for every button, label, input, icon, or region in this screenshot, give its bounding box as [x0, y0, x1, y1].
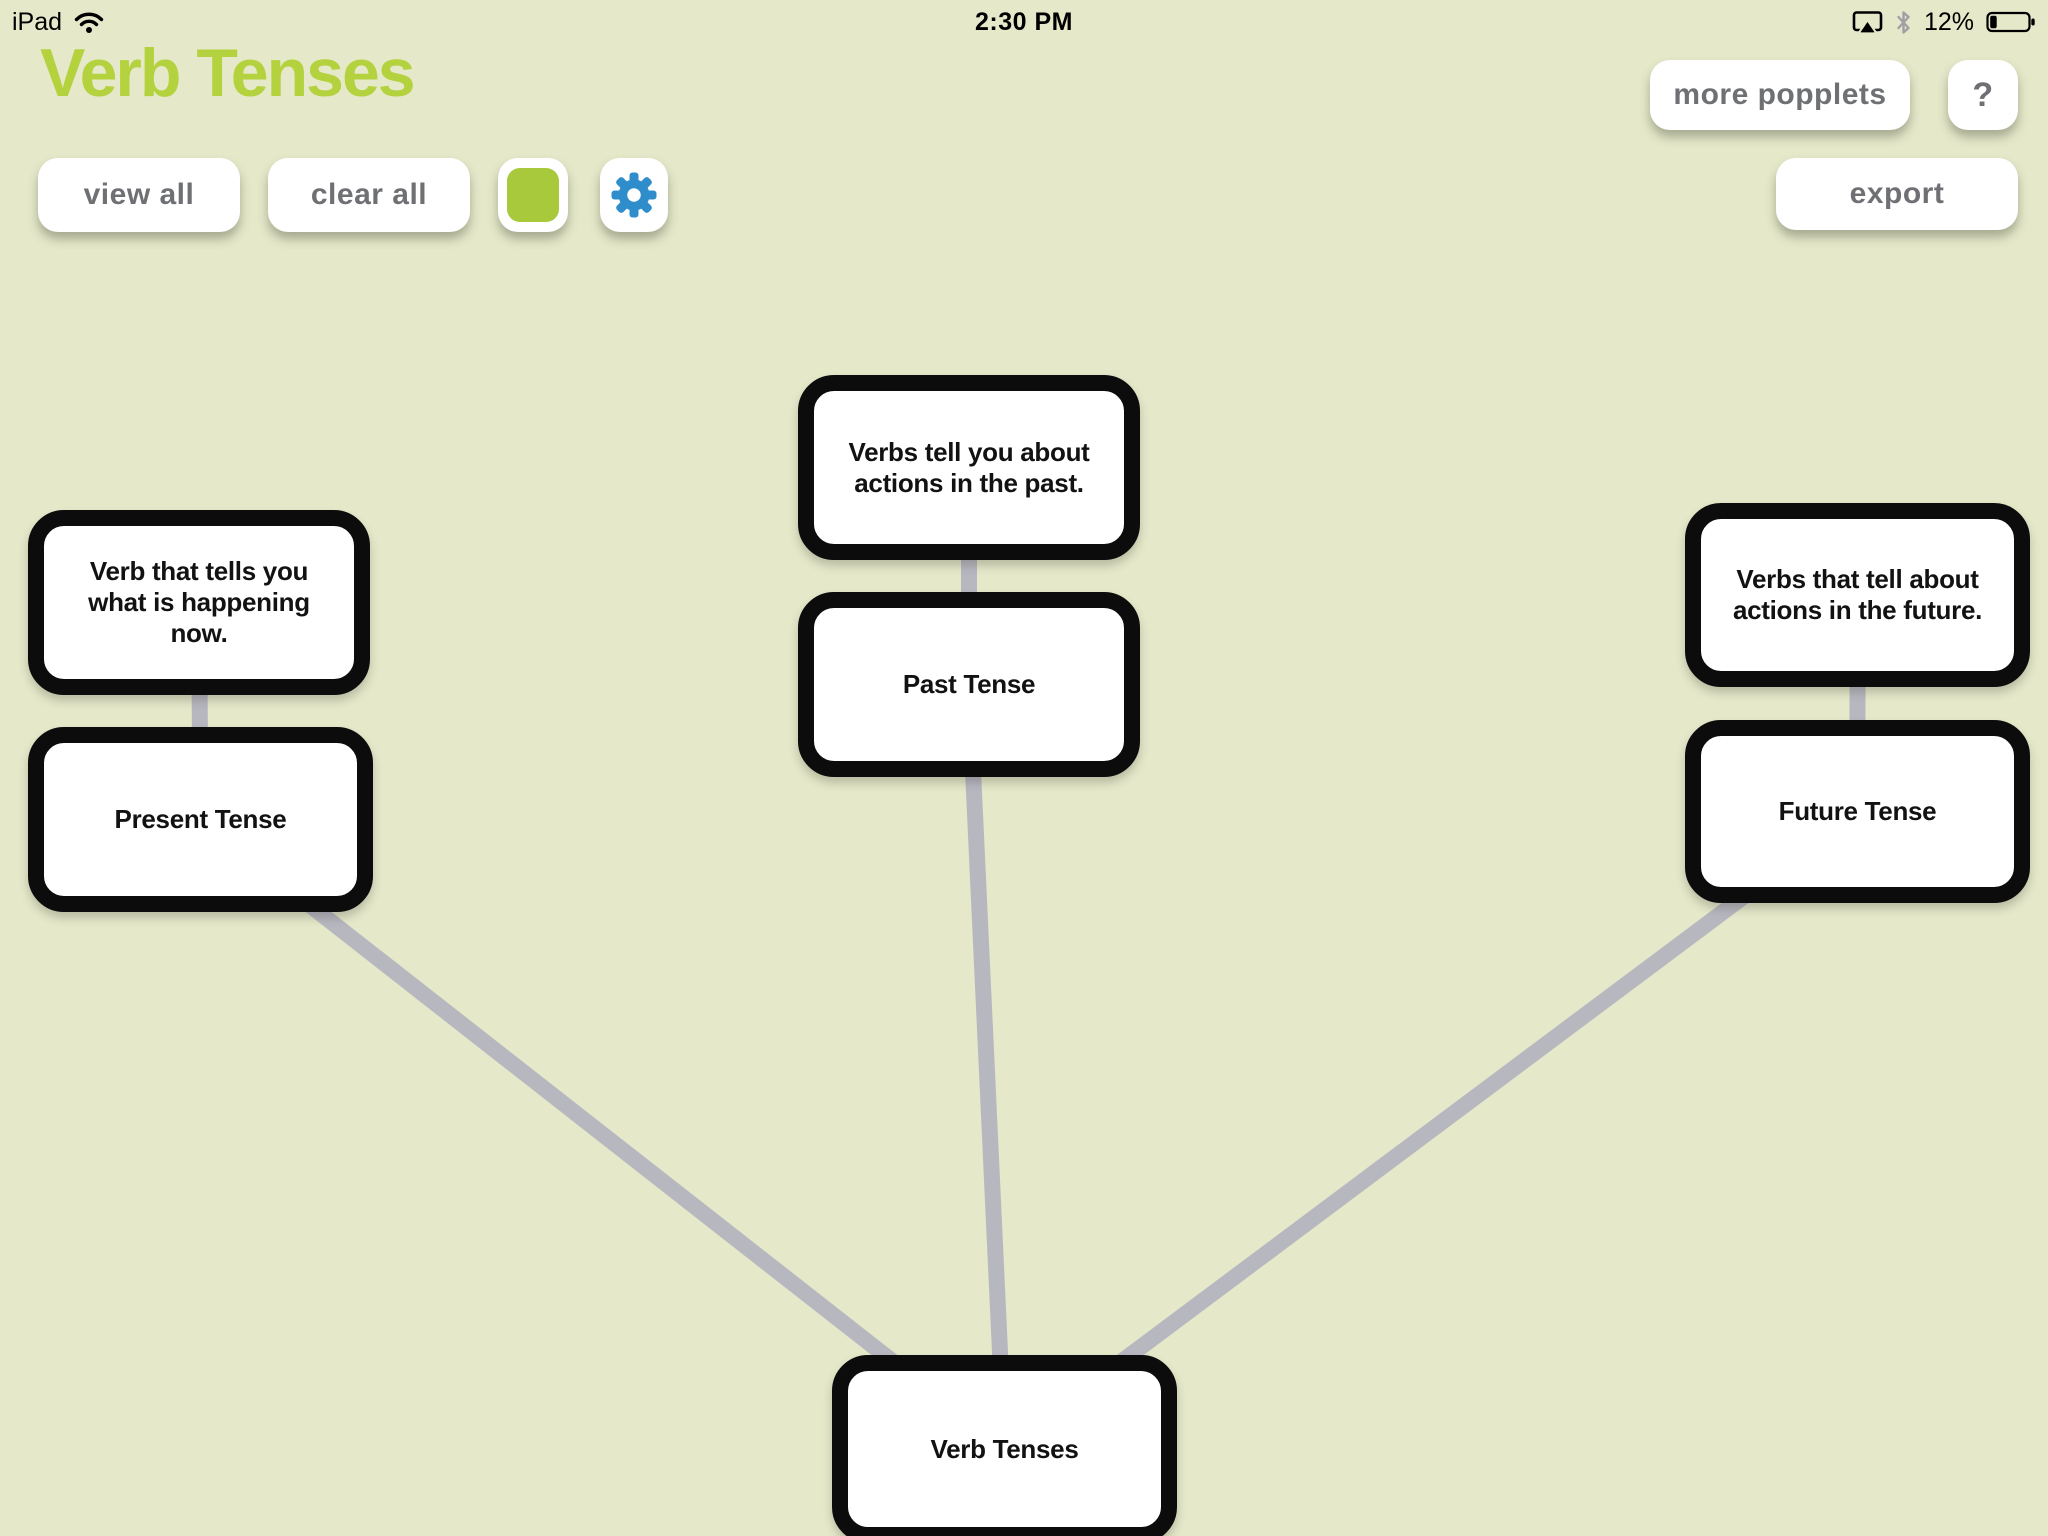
color-swatch	[507, 168, 559, 222]
status-bar: 2:30 PM iPad 12%	[0, 0, 2048, 44]
battery-icon	[1986, 11, 2035, 33]
gear-icon	[611, 172, 657, 218]
clock: 2:30 PM	[975, 7, 1073, 36]
popple-text: Verb that tells you what is happening no…	[88, 556, 310, 648]
bluetooth-icon	[1897, 10, 1910, 34]
connector-line	[195, 813, 1010, 1456]
screen-mirroring-icon	[1852, 10, 1883, 35]
popple-future-tense[interactable]: Future Tense	[1685, 720, 2030, 903]
popple-text: Future Tense	[1778, 796, 1937, 827]
color-picker-button[interactable]	[498, 158, 568, 232]
popple-future-definition[interactable]: Verbs that tell about actions in the fut…	[1685, 503, 2030, 687]
popple-past-definition[interactable]: Verbs tell you about actions in the past…	[798, 375, 1140, 560]
popple-past-tense[interactable]: Past Tense	[798, 592, 1140, 777]
status-bar-left: iPad	[12, 8, 104, 37]
popple-text: Past Tense	[902, 669, 1036, 700]
popple-present-definition[interactable]: Verb that tells you what is happening no…	[28, 510, 370, 695]
battery-percent: 12%	[1923, 7, 1974, 36]
status-bar-right: 12%	[1852, 8, 2036, 37]
clear-all-button[interactable]: clear all	[268, 158, 470, 232]
more-popplets-button[interactable]: more popplets	[1650, 60, 1910, 130]
wifi-icon	[74, 12, 104, 33]
connector-line	[999, 805, 1863, 1456]
settings-button[interactable]	[600, 158, 668, 232]
device-label: iPad	[12, 7, 63, 36]
page-title: Verb Tenses	[40, 35, 416, 111]
export-button[interactable]: export	[1776, 158, 2018, 230]
popple-text: Verbs that tell about actions in the fut…	[1732, 564, 1983, 625]
popple-text: Verbs tell you about actions in the past…	[848, 436, 1090, 498]
popple-text: Present Tense	[114, 804, 287, 835]
connector-line	[961, 684, 1013, 1450]
popple-present-tense[interactable]: Present Tense	[28, 727, 373, 912]
popple-verb-tenses-root[interactable]: Verb Tenses	[832, 1355, 1177, 1536]
popple-text: Verb Tenses	[930, 1433, 1079, 1464]
view-all-button[interactable]: view all	[38, 158, 240, 232]
help-button[interactable]: ?	[1948, 60, 2018, 130]
